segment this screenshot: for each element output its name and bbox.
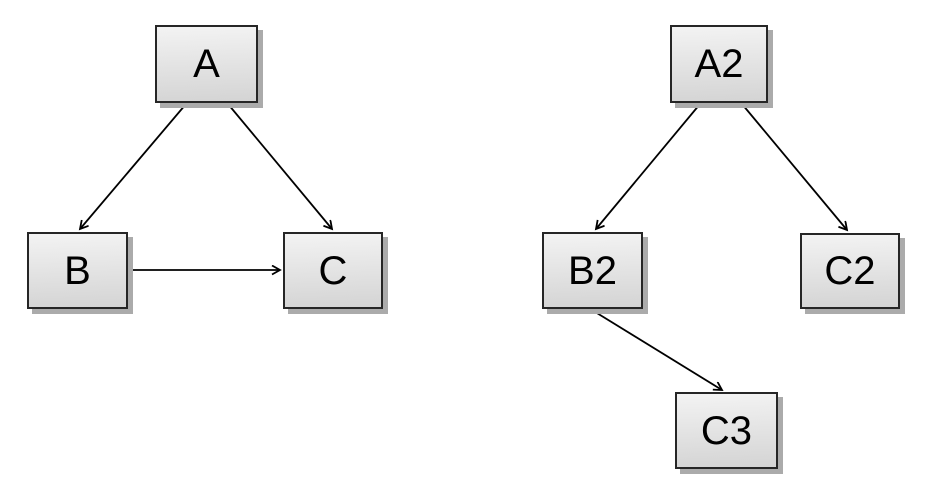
edge-A2-B2[interactable]: [596, 103, 701, 229]
node-label-C: C: [318, 248, 348, 293]
node-C3[interactable]: C3: [675, 392, 778, 469]
edge-A2-C2[interactable]: [741, 103, 847, 230]
node-label-A2: A2: [694, 42, 744, 86]
node-B2[interactable]: B2: [542, 232, 643, 309]
node-label-C3: C3: [700, 408, 753, 453]
edge-A-B[interactable]: [80, 103, 187, 229]
edge-B2-C3[interactable]: [591, 309, 722, 390]
node-label-C2: C2: [824, 249, 876, 293]
node-label-B2: B2: [568, 248, 617, 293]
node-label-A: A: [193, 42, 220, 86]
node-A[interactable]: A: [155, 25, 258, 103]
node-C2[interactable]: C2: [800, 233, 900, 309]
node-B[interactable]: B: [27, 232, 128, 309]
node-C[interactable]: C: [283, 232, 383, 309]
node-label-B: B: [64, 248, 91, 293]
edge-A-C[interactable]: [227, 103, 332, 229]
node-A2[interactable]: A2: [670, 25, 768, 103]
